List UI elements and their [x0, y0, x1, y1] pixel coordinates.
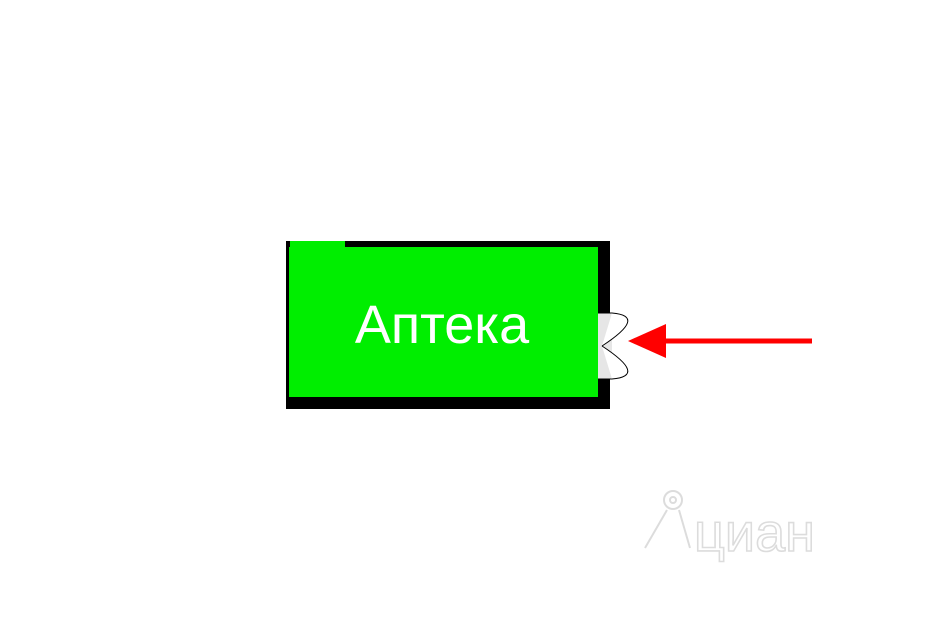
location-pin-icon: [644, 490, 691, 549]
cian-watermark: циан: [644, 490, 816, 564]
entrance-arrow: [628, 324, 812, 358]
wall-notch: [290, 241, 345, 247]
watermark-text: циан: [694, 503, 815, 563]
entrance-door[interactable]: [598, 312, 629, 380]
pharmacy-room[interactable]: [289, 247, 598, 397]
room-label: Аптека: [355, 295, 530, 355]
